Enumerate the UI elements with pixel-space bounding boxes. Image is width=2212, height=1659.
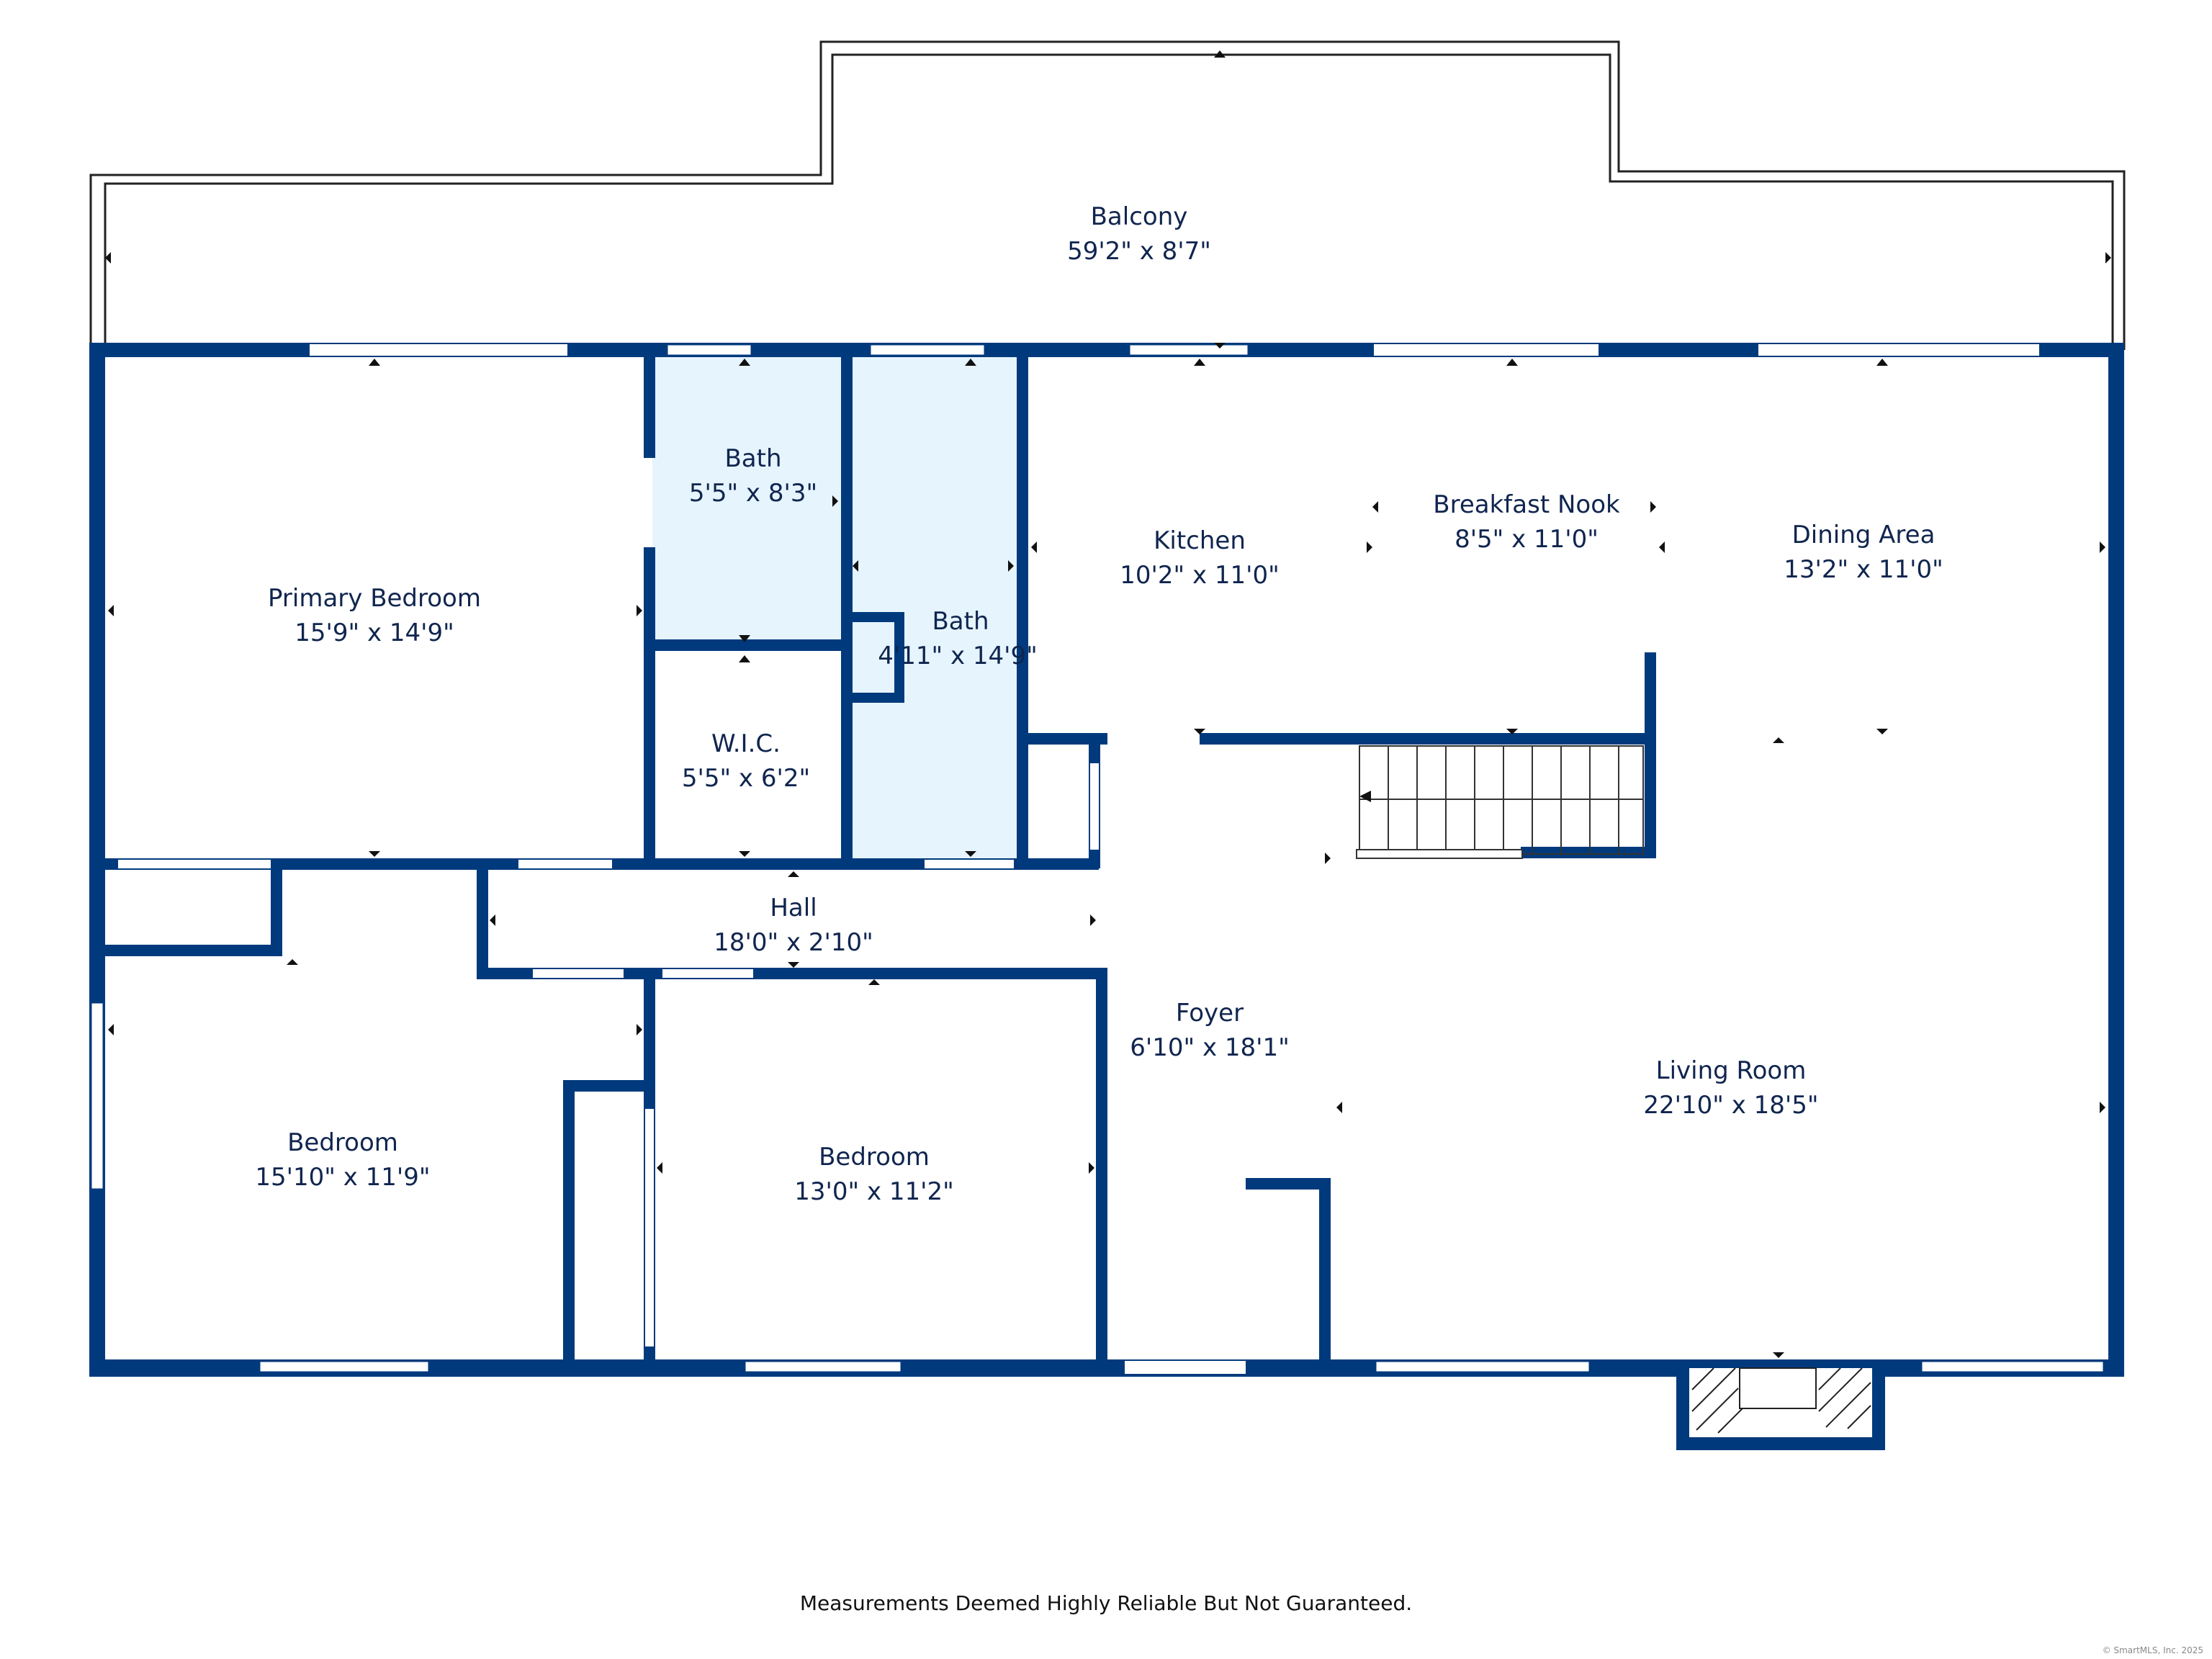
room-dimensions: 22'10" x 18'5" [1643, 1091, 1818, 1120]
room-bedroom-2: Bedroom 13'0" x 11'2" [794, 1143, 954, 1206]
room-dimensions: 5'5" x 8'3" [689, 479, 817, 508]
room-kitchen: Kitchen 10'2" x 11'0" [1120, 526, 1280, 590]
room-hall: Hall 18'0" x 2'10" [714, 894, 873, 957]
room-living-room: Living Room 22'10" x 18'5" [1643, 1056, 1818, 1120]
room-dimensions: 10'2" x 11'0" [1120, 561, 1280, 590]
room-name: Kitchen [1154, 526, 1246, 555]
bath-1-fill [652, 357, 844, 644]
room-name: Dining Area [1792, 521, 1936, 549]
bath-2-fill [850, 357, 1018, 858]
staircase [1356, 745, 1644, 859]
room-bath-1: Bath 5'5" x 8'3" [689, 444, 817, 508]
room-wic: W.I.C. 5'5" x 6'2" [682, 729, 810, 793]
room-primary-bedroom: Primary Bedroom 15'9" x 14'9" [268, 584, 481, 647]
room-dimensions: 15'10" x 11'9" [255, 1163, 430, 1192]
room-dimensions: 8'5" x 11'0" [1455, 525, 1599, 554]
room-dimensions: 13'2" x 11'0" [1784, 555, 1943, 584]
measurement-markers [105, 50, 2111, 1358]
interior-walls [105, 357, 1885, 1450]
room-bath-2: Bath 4'11" x 14'9" [878, 607, 1038, 670]
room-breakfast-nook: Breakfast Nook 8'5" x 11'0" [1433, 490, 1620, 554]
room-dimensions: 13'0" x 11'2" [794, 1177, 954, 1206]
room-name: Hall [770, 894, 817, 922]
room-dimensions: 5'5" x 6'2" [682, 764, 810, 793]
room-name: Bedroom [287, 1128, 398, 1157]
room-dimensions: 4'11" x 14'9" [878, 642, 1038, 670]
room-name: Living Room [1656, 1056, 1807, 1085]
left-wall-window [89, 1001, 105, 1191]
room-dimensions: 59'2" x 8'7" [1067, 237, 1211, 266]
fireplace-hatching [1691, 1367, 1871, 1434]
room-dimensions: 15'9" x 14'9" [295, 619, 454, 647]
disclaimer-text: Measurements Deemed Highly Reliable But … [800, 1591, 1412, 1615]
top-wall-openings [310, 343, 2039, 357]
room-name: Bath [724, 444, 781, 473]
room-dining-area: Dining Area 13'2" x 11'0" [1784, 521, 1943, 584]
bottom-wall-openings [258, 1359, 2105, 1374]
balcony-outline [89, 40, 2126, 350]
room-name: W.I.C. [711, 729, 781, 758]
room-name: Foyer [1176, 999, 1244, 1028]
room-dimensions: 6'10" x 18'1" [1130, 1033, 1290, 1062]
room-name: Breakfast Nook [1433, 490, 1620, 519]
room-dimensions: 18'0" x 2'10" [714, 928, 873, 957]
room-name: Primary Bedroom [268, 584, 481, 613]
room-name: Balcony [1091, 202, 1188, 231]
room-bedroom-1: Bedroom 15'10" x 11'9" [255, 1128, 430, 1192]
room-name: Bedroom [819, 1143, 930, 1172]
room-name: Bath [932, 607, 989, 636]
room-foyer: Foyer 6'10" x 18'1" [1130, 999, 1290, 1062]
room-balcony: Balcony 59'2" x 8'7" [1067, 202, 1211, 266]
copyright-text: © SmartMLS, Inc. 2025 [2103, 1645, 2203, 1655]
